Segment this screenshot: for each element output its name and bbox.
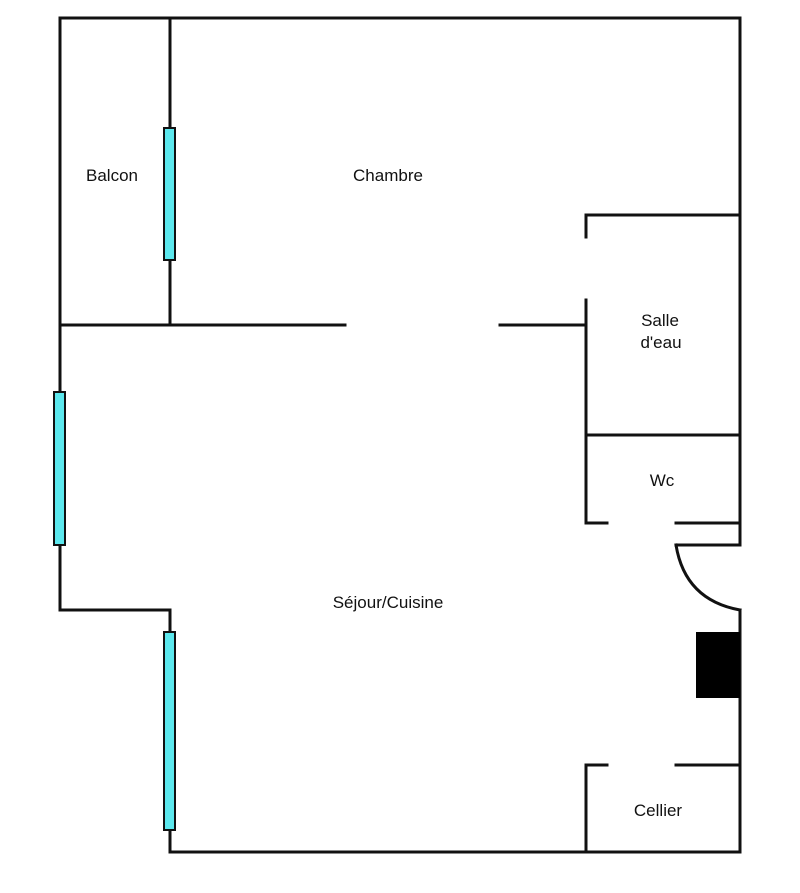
window-sejour-lower	[163, 631, 176, 831]
room-label-sejour: Séjour/Cuisine	[333, 593, 444, 612]
room-label-salle-eau-line1: Salle	[641, 311, 679, 330]
window-balcon-chambre	[163, 127, 176, 261]
window-sejour-left	[53, 391, 66, 546]
electrical-panel	[696, 632, 740, 698]
windows	[53, 127, 176, 831]
interior-walls	[58, 16, 742, 854]
room-label-cellier: Cellier	[634, 801, 683, 820]
room-label-wc: Wc	[650, 471, 675, 490]
room-label-chambre: Chambre	[353, 166, 423, 185]
room-label-balcon: Balcon	[86, 166, 138, 185]
entrance-door-swing	[674, 543, 742, 612]
room-label-salle-eau-line2: d'eau	[640, 333, 681, 352]
